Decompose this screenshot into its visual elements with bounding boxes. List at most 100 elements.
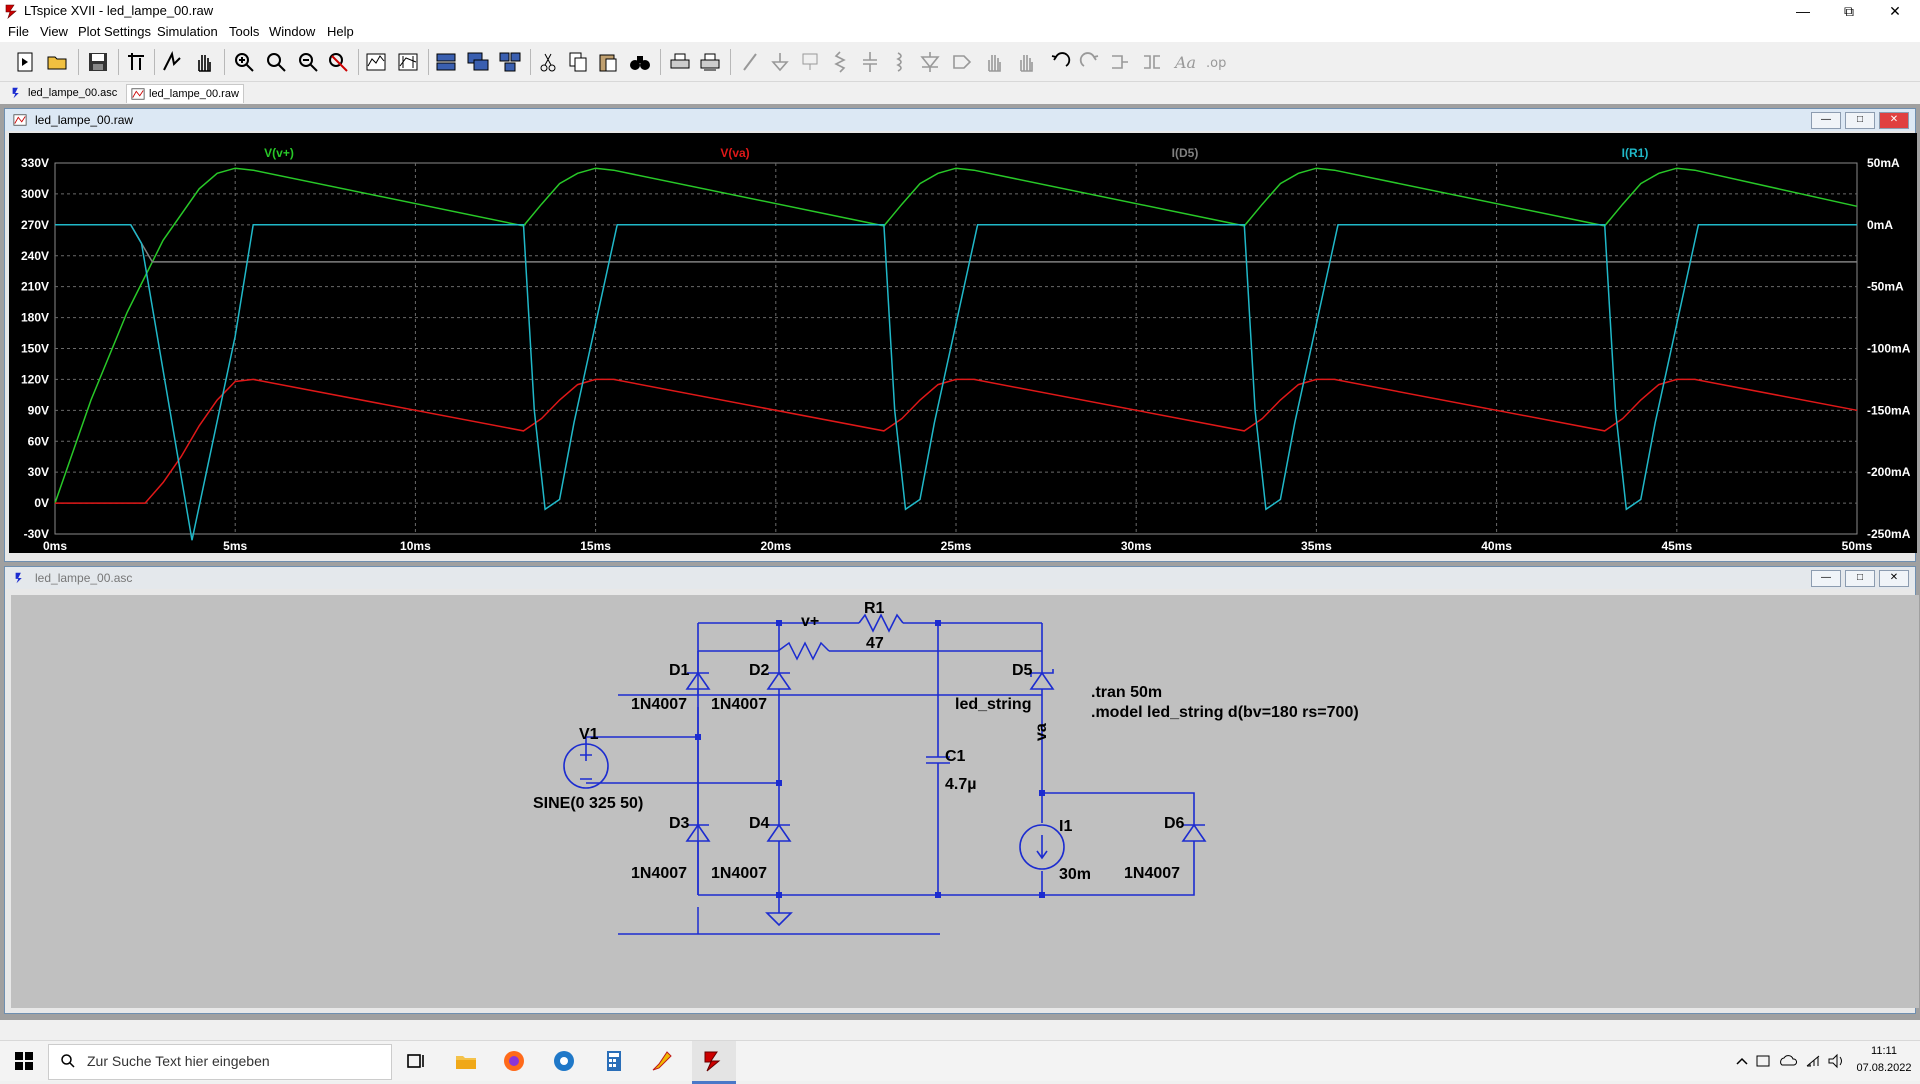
undo-icon[interactable] [1048, 50, 1072, 74]
spice-directive-model[interactable]: .model led_string d(bv=180 rs=700) [1091, 704, 1359, 721]
restore-button[interactable]: ⧉ [1844, 3, 1854, 19]
capacitor-icon[interactable] [858, 50, 882, 74]
copy-icon[interactable] [566, 50, 590, 74]
menu-help[interactable]: Help [327, 24, 354, 39]
move-hand-icon[interactable] [982, 50, 1006, 74]
diode-d3 [685, 823, 711, 842]
d1-label: D1 [669, 662, 690, 679]
toolbar: Aa .op [0, 43, 1920, 82]
diode-d2 [766, 671, 792, 690]
waveform-close-button[interactable]: ✕ [1879, 112, 1909, 129]
tab-schematic[interactable]: led_lampe_00.asc [6, 84, 121, 102]
chrome-app-icon[interactable] [552, 1049, 576, 1073]
open-folder-icon[interactable] [46, 50, 70, 74]
text-icon[interactable]: Aa [1172, 50, 1196, 74]
tab-waveform[interactable]: led_lampe_00.raw [126, 84, 244, 103]
new-schematic-icon[interactable] [14, 50, 38, 74]
close-button[interactable]: ✕ [1889, 3, 1901, 19]
task-view-icon[interactable] [404, 1049, 428, 1073]
right-y-tick-label: -150mA [1867, 403, 1911, 417]
tray-chevron-up-icon[interactable] [1734, 1049, 1750, 1073]
inductor-icon[interactable] [888, 50, 912, 74]
mirror-icon[interactable] [1140, 50, 1164, 74]
zoom-cancel-icon[interactable] [326, 50, 350, 74]
tray-cloud-icon[interactable] [1778, 1049, 1798, 1073]
menu-file[interactable]: File [8, 24, 29, 39]
schematic-icon [12, 87, 19, 99]
window-title: LTspice XVII - led_lampe_00.raw [24, 3, 214, 18]
d6-label: D6 [1164, 815, 1185, 832]
menu-window[interactable]: Window [269, 24, 316, 39]
schematic-window-title: led_lampe_00.asc [35, 571, 133, 585]
redo-icon[interactable] [1078, 50, 1102, 74]
menu-plot-settings[interactable]: Plot Settings [78, 24, 151, 39]
document-tabs: led_lampe_00.asc led_lampe_00.raw [0, 82, 1920, 104]
waveform-minimize-button[interactable]: — [1811, 112, 1841, 129]
tray-date[interactable]: 07.08.2022 [1856, 1062, 1912, 1074]
save-icon[interactable] [86, 50, 110, 74]
paste-icon[interactable] [596, 50, 620, 74]
file-explorer-icon[interactable] [454, 1049, 478, 1073]
ground-icon[interactable] [768, 50, 792, 74]
schematic-components[interactable]: R1 47 v+ D1 1N4007 D2 1N4007 D3 1N4007 D… [11, 595, 1919, 1008]
windows-start-icon[interactable] [12, 1049, 36, 1073]
pan-hand-icon[interactable] [192, 50, 216, 74]
find-binoculars-icon[interactable] [628, 50, 652, 74]
drag-hand-icon[interactable] [1014, 50, 1038, 74]
pen-tool-icon[interactable] [650, 1049, 674, 1073]
right-y-tick-label: 0mA [1867, 218, 1893, 232]
tray-volume-icon[interactable] [1826, 1049, 1846, 1073]
menu-simulation[interactable]: Simulation [157, 24, 218, 39]
menu-tools[interactable]: Tools [229, 24, 260, 39]
tile-vertical-icon[interactable] [498, 50, 522, 74]
d5-label: D5 [1012, 662, 1033, 679]
tray-device-icon[interactable] [1754, 1049, 1772, 1073]
menu-view[interactable]: View [40, 24, 68, 39]
waveform-maximize-button[interactable]: □ [1845, 112, 1875, 129]
calculator-icon[interactable] [602, 1049, 626, 1073]
tray-network-icon[interactable] [1804, 1049, 1822, 1073]
diode-icon[interactable] [918, 50, 942, 74]
resistor-icon[interactable] [828, 50, 852, 74]
tab-schematic-label: led_lampe_00.asc [28, 87, 118, 99]
left-y-tick-label: 60V [28, 434, 49, 448]
measure-icon[interactable] [396, 50, 420, 74]
autorange-icon[interactable] [364, 50, 388, 74]
x-tick-label: 25ms [941, 539, 972, 553]
zoom-out-icon[interactable] [296, 50, 320, 74]
x-tick-label: 35ms [1301, 539, 1332, 553]
spice-directive-tran[interactable]: .tran 50m [1091, 684, 1162, 701]
left-y-tick-label: 180V [21, 311, 49, 325]
rotate-icon[interactable] [1108, 50, 1132, 74]
control-panel-icon[interactable] [124, 50, 148, 74]
tile-horizontal-icon[interactable] [434, 50, 458, 74]
schematic-maximize-button[interactable]: □ [1845, 570, 1875, 587]
schematic-minimize-button[interactable]: — [1811, 570, 1841, 587]
cascade-icon[interactable] [466, 50, 490, 74]
zoom-full-icon[interactable] [264, 50, 288, 74]
firefox-icon[interactable] [502, 1049, 526, 1073]
minimize-button[interactable]: — [1796, 3, 1810, 19]
schematic-canvas[interactable]: R1 47 v+ D1 1N4007 D2 1N4007 D3 1N4007 D… [11, 595, 1919, 1008]
run-icon[interactable] [160, 50, 184, 74]
legend-entry: I(R1) [1622, 146, 1649, 160]
spice-directive-icon[interactable]: .op [1204, 50, 1228, 74]
tray-time[interactable]: 11:11 [1871, 1045, 1897, 1057]
cut-icon[interactable] [536, 50, 560, 74]
menu-bar: File View Plot Settings Simulation Tools… [0, 22, 1920, 42]
taskbar-search-box[interactable]: Zur Suche Text hier eingeben [48, 1044, 392, 1080]
left-y-tick-label: 30V [28, 465, 49, 479]
print-icon[interactable] [668, 50, 692, 74]
print-preview-icon[interactable] [698, 50, 722, 74]
capacitor-c1 [926, 756, 950, 764]
label-net-icon[interactable] [798, 50, 822, 74]
component-icon[interactable] [950, 50, 974, 74]
d2-value: 1N4007 [711, 696, 767, 713]
draw-wire-icon[interactable] [738, 50, 762, 74]
ltspice-taskbar-button[interactable] [692, 1041, 736, 1084]
zoom-in-icon[interactable] [232, 50, 256, 74]
schematic-close-button[interactable]: ✕ [1879, 570, 1909, 587]
current-source-i1 [1019, 824, 1065, 870]
